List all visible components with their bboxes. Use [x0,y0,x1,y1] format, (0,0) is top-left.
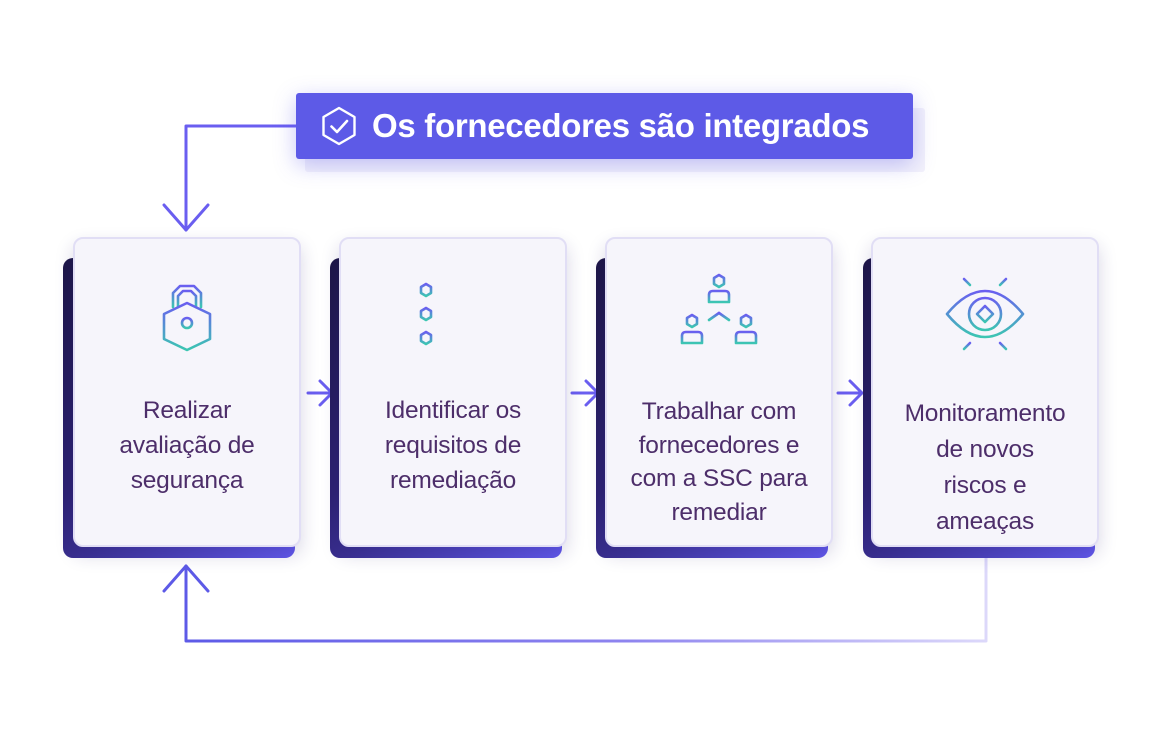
step-card-identify-requirements: Identificar os requisitos de remediação [339,237,567,547]
step-card-monitoring: Monitoramento de novos riscos e ameaças [871,237,1099,547]
padlock-icon [162,284,212,352]
banner-to-step1-connector [184,124,298,232]
step-card-work-with-vendors: Trabalhar com fornecedores e com a SSC p… [605,237,833,547]
step-label: Identificar os requisitos de remediação [384,397,522,494]
step-label: Monitoramento de novos riscos e ameaças [904,400,1066,535]
step3-to-step4-arrow [836,379,864,407]
checklist-icon [419,282,487,346]
loop-back-connector [184,554,988,643]
network-people-icon [680,273,758,345]
eye-icon [945,273,1025,355]
banner-title: Os fornecedores são integrados [372,107,870,144]
step2-to-step3-arrow [570,379,600,407]
vendors-onboarded-banner: Os fornecedores são integrados [296,93,913,159]
step-label: Realizar avaliação de segurança [119,397,255,494]
loop-back-arrow-head [162,564,210,593]
banner-arrow-head [162,203,210,232]
hexagon-check-icon [322,106,356,146]
step1-to-step2-arrow [306,379,334,407]
step-card-security-assessment: Realizar avaliação de segurança [73,237,301,547]
step-label: Trabalhar com fornecedores e com a SSC p… [630,398,808,526]
